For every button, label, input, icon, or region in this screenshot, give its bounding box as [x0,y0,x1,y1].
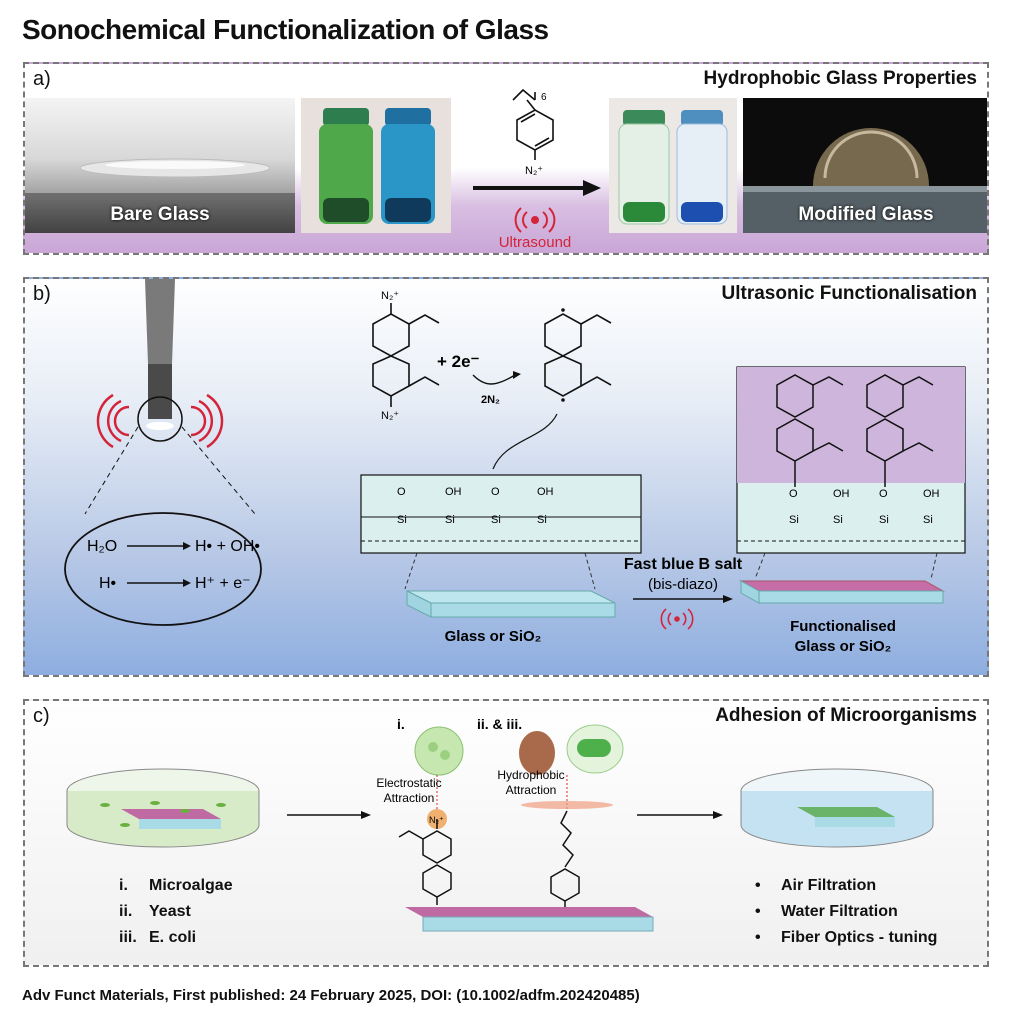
panel-a: a) Hydrophobic Glass Properties Bare Gla… [23,62,989,255]
surface-groups: O OH O OH Si Si Si Si [397,486,554,526]
application-item: •Water Filtration [755,903,898,920]
organism-list: i.Microalgae ii.Yeast iii.E. coli [119,873,233,951]
water-droplet-bead [743,128,987,233]
svg-text:O: O [491,486,500,498]
svg-text:Si: Si [491,514,501,526]
application-item: •Air Filtration [755,877,877,894]
figure-title: Sonochemical Functionalization of Glass [22,14,549,45]
application-list: •Air Filtration •Water Filtration •Fiber… [755,873,937,951]
ecoli-cell-icon [577,739,611,757]
yeast-cell-icon [519,731,555,775]
functionalisation-scheme: H₂O H• + OH• H• H⁺ + e⁻ N₂⁺ N₂⁺ + 2e⁻ 2N… [64,279,966,655]
svg-text:O: O [879,488,888,500]
vials-before-photo [301,98,451,233]
substrate-right-label-2: Glass or SiO₂ [795,638,892,655]
svg-text:Si: Si [879,514,889,526]
plus-electrons: + 2e⁻ [437,352,480,371]
bare-glass-caption: Bare Glass [110,204,210,225]
modified-glass-caption: Modified Glass [798,204,934,225]
ultrasound-icon [514,207,556,233]
reagent-name: Fast blue B salt [624,556,743,573]
electrostatic-label-2: Attraction [384,791,435,805]
organism-item: ii.Yeast [119,903,191,920]
glass-surface-box [360,474,642,554]
ultrasound-waves-icon [96,393,224,449]
panel-c-title: Adhesion of Microorganisms [715,705,977,726]
water-droplet-flat [25,158,295,233]
svg-text:O: O [789,488,798,500]
reaction1-right: H• + OH• [195,538,260,555]
reaction1-left: H₂O [87,538,117,555]
marker-i: i. [397,716,405,732]
svg-text:Si: Si [923,514,933,526]
svg-text:OH: OH [537,486,554,498]
organism-item: i.Microalgae [119,877,233,894]
panel-b-label: b) [33,283,51,305]
marker-ii-iii: ii. & iii. [477,716,522,732]
reaction2-right: H⁺ + e⁻ [195,575,251,592]
bare-glass-photo: Bare Glass [25,98,295,233]
diazo-top-label: N₂⁺ [381,290,399,302]
panel-a-title: Hydrophobic Glass Properties [703,68,977,89]
svg-text:OH: OH [923,488,940,500]
svg-text:Si: Si [537,514,547,526]
panel-a-label: a) [33,68,51,90]
n2-loss: 2N₂ [481,394,500,406]
chain-subscript: 6 [541,92,547,103]
reagent-sub: (bis-diazo) [648,576,718,593]
organism-item: iii.E. coli [119,929,197,946]
panel-b-title: Ultrasonic Functionalisation [721,283,977,304]
diazonium-label: N₂⁺ [525,165,543,177]
svg-text:Si: Si [789,514,799,526]
ultrasound-label: Ultrasound [499,234,572,251]
svg-text:OH: OH [833,488,850,500]
panel-b: b) Ultrasonic Functionalisation H₂O H• +… [23,277,989,677]
radical-reaction-bubble [64,512,262,626]
vials-after-photo [609,98,737,233]
sonotrode-probe [137,279,183,442]
hydrophobic-label-1: Hydrophobic [497,768,564,782]
petri-dish-before [66,768,260,848]
svg-text:O: O [397,486,406,498]
aryl-radical [492,313,612,470]
electrostatic-label-1: Electrostatic [376,776,441,790]
panel-c-label: c) [33,705,50,727]
svg-text:Si: Si [445,514,455,526]
citation-footer: Adv Funct Materials, First published: 24… [22,987,640,1004]
hydrophobic-label-2: Attraction [506,783,557,797]
panel-c: c) Adhesion of Microorganisms i. ii. & i… [23,699,989,967]
substrate-left-label: Glass or SiO₂ [445,628,542,645]
reaction2-left: H• [99,575,116,592]
ultrasound-small-icon [660,608,694,630]
svg-text:OH: OH [445,486,462,498]
microalgae-cell-icon [414,726,464,776]
petri-dish-after [740,768,934,848]
reaction-reagent-diagram: 6 N₂⁺ Ultrasound [473,88,601,251]
substrate-right-label-1: Functionalised [790,618,896,635]
svg-text:Si: Si [397,514,407,526]
modified-glass-photo: Modified Glass [743,98,987,233]
diazo-molecule [372,303,440,407]
adhesion-scheme: i. ii. & iii. Electrostatic Attraction H… [66,716,934,932]
svg-text:Si: Si [833,514,843,526]
application-item: •Fiber Optics - tuning [755,929,938,946]
diazo-bottom-label: N₂⁺ [381,410,399,422]
